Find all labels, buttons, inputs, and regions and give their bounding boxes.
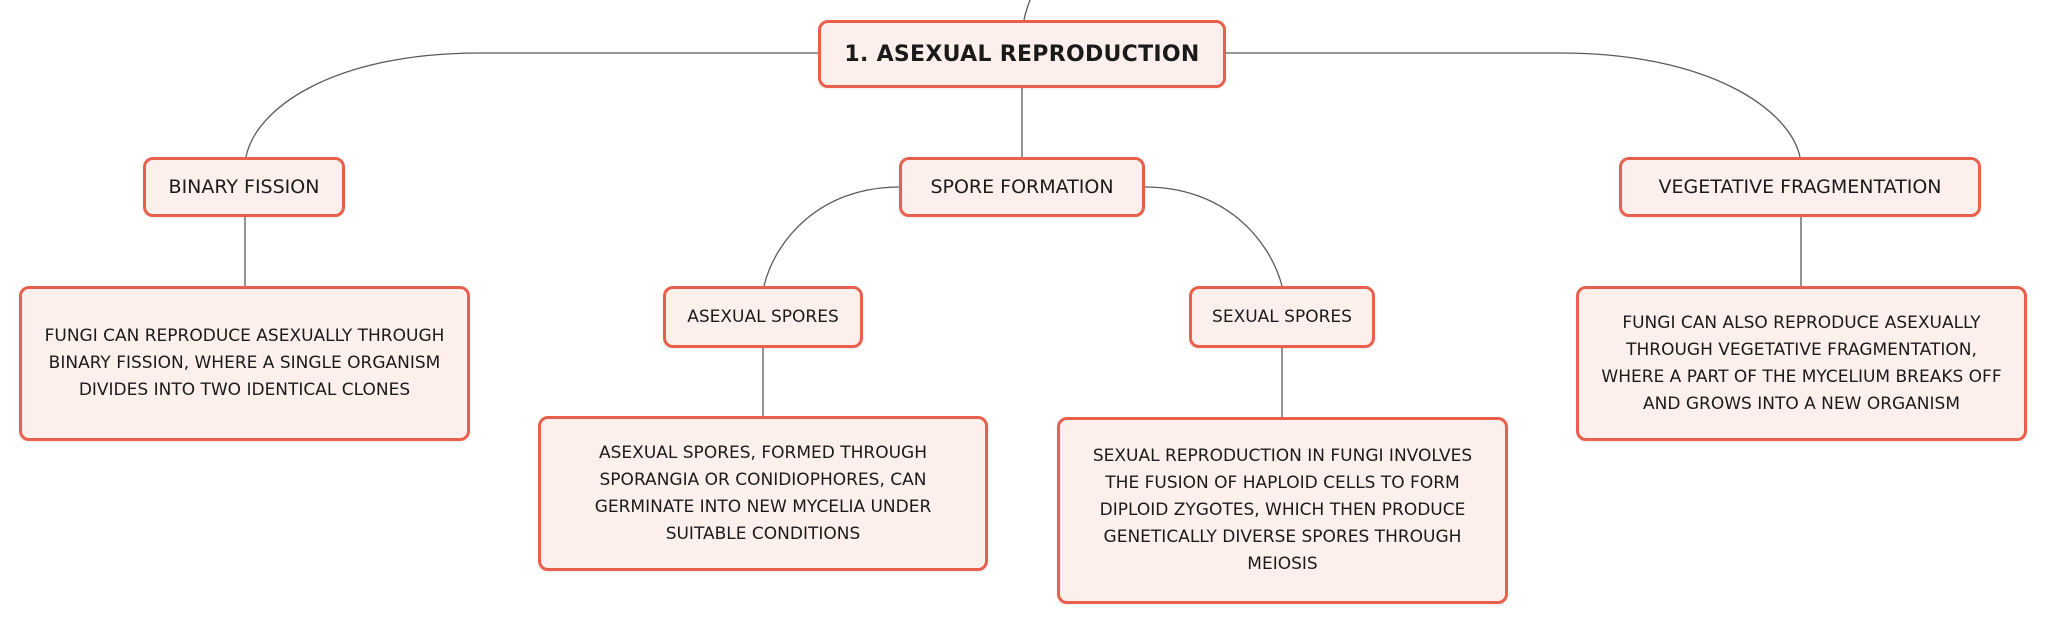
topic-node-label: BINARY FISSION [168, 176, 320, 198]
subtopic-node-sexual-spores[interactable]: SEXUAL SPORES [1189, 286, 1375, 348]
description-text: ASEXUAL SPORES, FORMED THROUGH SPORANGIA… [594, 442, 932, 544]
connector-spore-formation-asexual-spores [763, 186, 900, 287]
root-node-asexual-reproduction[interactable]: 1. ASEXUAL REPRODUCTION [818, 20, 1226, 88]
description-text: FUNGI CAN REPRODUCE ASEXUALLY THROUGH BI… [44, 326, 445, 400]
topic-node-vegetative-fragmentation[interactable]: VEGETATIVE FRAGMENTATION [1619, 157, 1981, 217]
description-node-binary-fission[interactable]: FUNGI CAN REPRODUCE ASEXUALLY THROUGH BI… [19, 286, 470, 441]
subtopic-node-label: ASEXUAL SPORES [687, 307, 839, 327]
subtopic-node-asexual-spores[interactable]: ASEXUAL SPORES [663, 286, 863, 348]
description-text: FUNGI CAN ALSO REPRODUCE ASEXUALLY THROU… [1601, 312, 2002, 414]
connector-spore-formation-sexual-spores [1144, 186, 1283, 287]
description-node-sexual-spores[interactable]: SEXUAL REPRODUCTION IN FUNGI INVOLVES TH… [1057, 417, 1508, 604]
topic-node-spore-formation[interactable]: SPORE FORMATION [899, 157, 1145, 217]
description-node-vegetative-fragmentation[interactable]: FUNGI CAN ALSO REPRODUCE ASEXUALLY THROU… [1576, 286, 2027, 441]
description-text: SEXUAL REPRODUCTION IN FUNGI INVOLVES TH… [1092, 446, 1473, 574]
connector-root-binary-fission [245, 52, 818, 158]
topic-node-binary-fission[interactable]: BINARY FISSION [143, 157, 345, 217]
description-node-asexual-spores[interactable]: ASEXUAL SPORES, FORMED THROUGH SPORANGIA… [538, 416, 988, 571]
connector-root-vegetative-fragmentation [1226, 52, 1801, 158]
topic-node-label: VEGETATIVE FRAGMENTATION [1658, 176, 1942, 198]
connector-parent-top [1023, 0, 1031, 21]
root-node-label: 1. ASEXUAL REPRODUCTION [844, 41, 1200, 67]
topic-node-label: SPORE FORMATION [930, 176, 1114, 198]
subtopic-node-label: SEXUAL SPORES [1212, 307, 1352, 327]
